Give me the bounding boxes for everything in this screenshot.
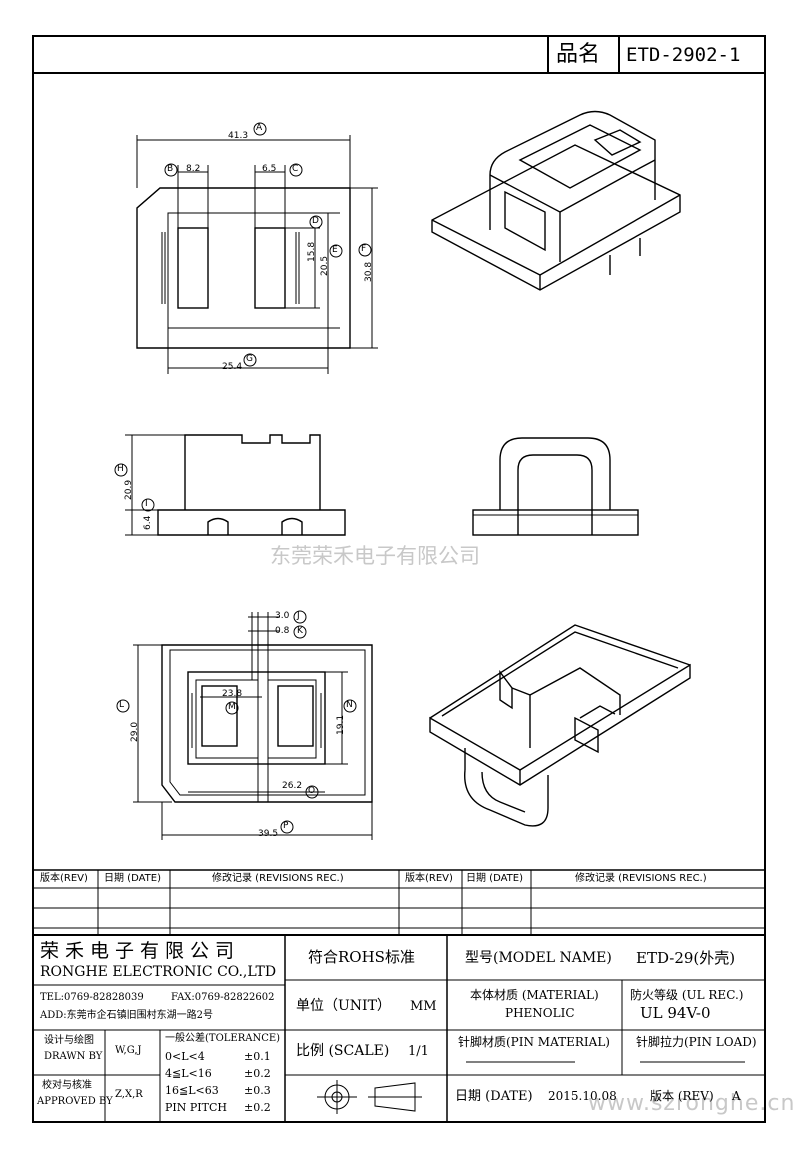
part-number: ETD-2902-1	[626, 44, 741, 66]
isometric-view-bottom	[429, 624, 691, 827]
dim-letter-l: L	[119, 700, 125, 710]
rev-header-2: 版本(REV)	[405, 873, 453, 884]
dim-letter-j: J	[297, 611, 300, 621]
dim-letter-d: D	[312, 216, 319, 226]
tolerance-value-4: ±0.2	[244, 1101, 271, 1114]
dim-letter-k: K	[297, 626, 303, 636]
drawn-by-label-en: DRAWN BY	[44, 1051, 103, 1062]
drawn-by-value: W,G,J	[115, 1045, 142, 1056]
dim-letter-b: B	[167, 164, 174, 174]
dim-value-n: 19.1	[336, 714, 346, 735]
company-name-cn: 荣禾电子有限公司	[40, 940, 241, 962]
rec-header-1: 修改记录 (REVISIONS REC.)	[212, 873, 344, 884]
unit-label: 单位（UNIT）	[296, 998, 391, 1014]
dim-value-j: 3.0	[275, 611, 290, 621]
model-value: ETD-29(外壳)	[636, 949, 736, 967]
top-view	[136, 135, 378, 374]
material-value: PHENOLIC	[505, 1006, 575, 1020]
dim-letter-g: G	[246, 354, 253, 364]
drawing-frame	[32, 35, 766, 1123]
title-block-lines	[33, 934, 766, 1123]
dim-letter-a: A	[256, 123, 263, 133]
tolerance-value-2: ±0.2	[244, 1067, 271, 1080]
dim-value-m: 23.8	[222, 689, 243, 699]
dim-value-o: 26.2	[282, 781, 303, 791]
pin-material-label: 针脚材质(PIN MATERIAL)	[458, 1035, 610, 1049]
rohs-compliance: 符合ROHS标准	[308, 948, 415, 966]
dim-letter-c: C	[292, 164, 299, 174]
company-tel: TEL:0769-82828039	[40, 992, 144, 1003]
dim-letter-e: E	[332, 245, 338, 255]
dim-letter-f: F	[361, 244, 367, 254]
approved-by-label-en: APPROVED BY	[37, 1096, 113, 1107]
company-name-en: RONGHE ELECTRONIC CO.,LTD	[40, 964, 277, 980]
website-watermark: www.szronghe.cn	[588, 1091, 796, 1116]
dim-value-l: 29.0	[130, 721, 140, 742]
tolerance-value-3: ±0.3	[244, 1084, 271, 1097]
isometric-view-top	[431, 110, 681, 291]
tolerance-range-3: 16≦L<63	[165, 1084, 219, 1097]
dim-value-g: 25.4	[222, 362, 243, 372]
dim-value-c: 6.5	[262, 164, 277, 174]
dim-letter-n: N	[346, 700, 353, 710]
date-header-2: 日期 (DATE)	[466, 873, 523, 884]
dim-value-h: 20.9	[124, 479, 134, 500]
fire-rating-value: UL 94V-0	[640, 1004, 711, 1022]
bottom-view	[133, 612, 373, 840]
scale-label: 比例 (SCALE)	[296, 1043, 390, 1059]
material-label: 本体材质 (MATERIAL)	[470, 988, 599, 1002]
revision-table-lines	[33, 869, 766, 935]
dim-value-f: 30.8	[364, 261, 374, 282]
front-view	[472, 437, 639, 536]
side-view	[125, 434, 346, 536]
date-header-1: 日期 (DATE)	[104, 873, 161, 884]
tolerance-range-2: 4≦L<16	[165, 1067, 212, 1080]
dim-value-b: 8.2	[186, 164, 201, 174]
date-value: 2015.10.08	[548, 1089, 617, 1103]
drawn-by-label-cn: 设计与绘图	[44, 1035, 94, 1046]
date-label: 日期 (DATE)	[455, 1089, 533, 1104]
rev-header-1: 版本(REV)	[40, 873, 88, 884]
dim-value-p: 39.5	[258, 829, 279, 839]
tolerance-title: 一般公差(TOLERANCE)	[165, 1033, 281, 1044]
dim-value-k: 0.8	[275, 626, 290, 636]
approved-by-value: Z,X,R	[115, 1089, 143, 1100]
tolerance-value-1: ±0.1	[244, 1050, 271, 1063]
dim-value-e: 20.5	[320, 255, 330, 276]
scale-value: 1/1	[408, 1044, 429, 1059]
pin-load-label: 针脚拉力(PIN LOAD)	[636, 1035, 757, 1049]
rec-header-2: 修改记录 (REVISIONS REC.)	[575, 873, 707, 884]
dim-letter-p: P	[283, 821, 289, 831]
version-value: A	[732, 1089, 741, 1103]
approved-by-label-cn: 校对与核准	[42, 1080, 92, 1091]
dim-letter-m: M	[228, 702, 236, 712]
dim-value-a: 41.3	[228, 131, 249, 141]
dim-letter-o: O	[308, 786, 316, 796]
dim-value-i: 6.4	[143, 515, 153, 530]
dim-value-d: 15.8	[307, 241, 317, 262]
company-address: ADD:东莞市企石镇旧围村东湖一路2号	[40, 1010, 213, 1021]
version-label: 版本 (REV)	[650, 1089, 714, 1103]
name-label: 品名	[556, 42, 601, 67]
fire-rating-label: 防火等级 (UL REC.)	[630, 988, 744, 1002]
model-label: 型号(MODEL NAME)	[465, 950, 612, 966]
company-fax: FAX:0769-82822602	[171, 992, 275, 1003]
unit-value: MM	[410, 999, 437, 1014]
company-watermark: 东莞荣禾电子有限公司	[270, 544, 480, 568]
tolerance-range-1: 0<L<4	[165, 1050, 205, 1063]
dim-letter-h: H	[117, 464, 124, 474]
tolerance-range-4: PIN PITCH	[165, 1101, 227, 1114]
dim-letter-i: I	[145, 499, 148, 509]
